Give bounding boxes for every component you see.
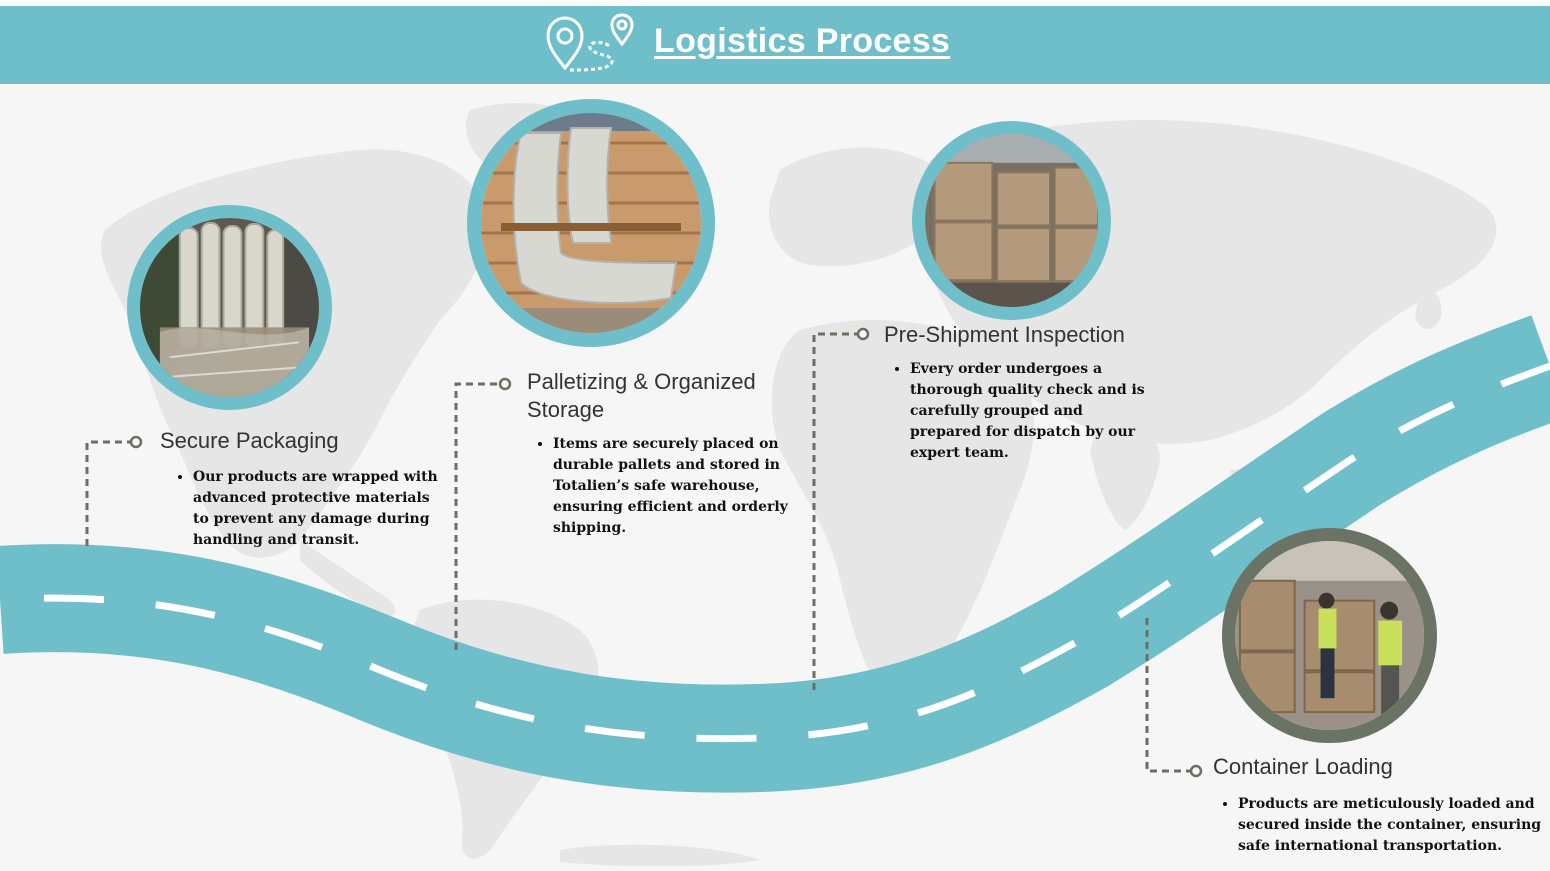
step-bullets-container-loading: Products are meticulously loaded and sec… — [1220, 794, 1548, 857]
connector-dot-1 — [129, 435, 143, 449]
road-lane-markings — [0, 362, 1550, 743]
step-bullets-inspection: Every order undergoes a thorough quality… — [892, 359, 1145, 464]
connector-dot-4 — [1189, 764, 1203, 778]
step-title-inspection: Pre-Shipment Inspection — [884, 322, 1125, 347]
palletized-storage-photo — [467, 99, 715, 347]
step-bullet: Products are meticulously loaded and sec… — [1238, 794, 1548, 857]
map-pin-route-icon — [546, 13, 634, 72]
header-bar: Logistics Process — [0, 6, 1550, 84]
connector-dot-3 — [856, 327, 870, 341]
page-title[interactable]: Logistics Process — [654, 22, 951, 60]
step-title-container-loading: Container Loading — [1213, 754, 1393, 779]
connector-container-loading — [1145, 618, 1190, 773]
step-title-secure-packaging: Secure Packaging — [160, 428, 339, 453]
step-bullet: Our products are wrapped with advanced p… — [193, 467, 443, 551]
step-title-palletizing: Palletizing & Organized Storage — [527, 369, 756, 422]
connector-palletizing — [454, 382, 499, 650]
step-bullet: Items are securely placed on durable pal… — [553, 434, 793, 539]
connector-inspection — [812, 332, 857, 690]
connector-dot-2 — [498, 377, 512, 391]
step-bullets-palletizing: Items are securely placed on durable pal… — [535, 434, 793, 539]
top-strip — [0, 0, 1550, 6]
step-bullets-secure-packaging: Our products are wrapped with advanced p… — [175, 467, 443, 551]
container-loading-workers-photo — [1222, 528, 1437, 743]
warehouse-boxes-photo — [912, 121, 1111, 320]
connector-secure-packaging — [85, 440, 130, 546]
stretch-wrapped-bundles-photo — [127, 205, 332, 410]
step-bullet: Every order undergoes a thorough quality… — [910, 359, 1145, 464]
